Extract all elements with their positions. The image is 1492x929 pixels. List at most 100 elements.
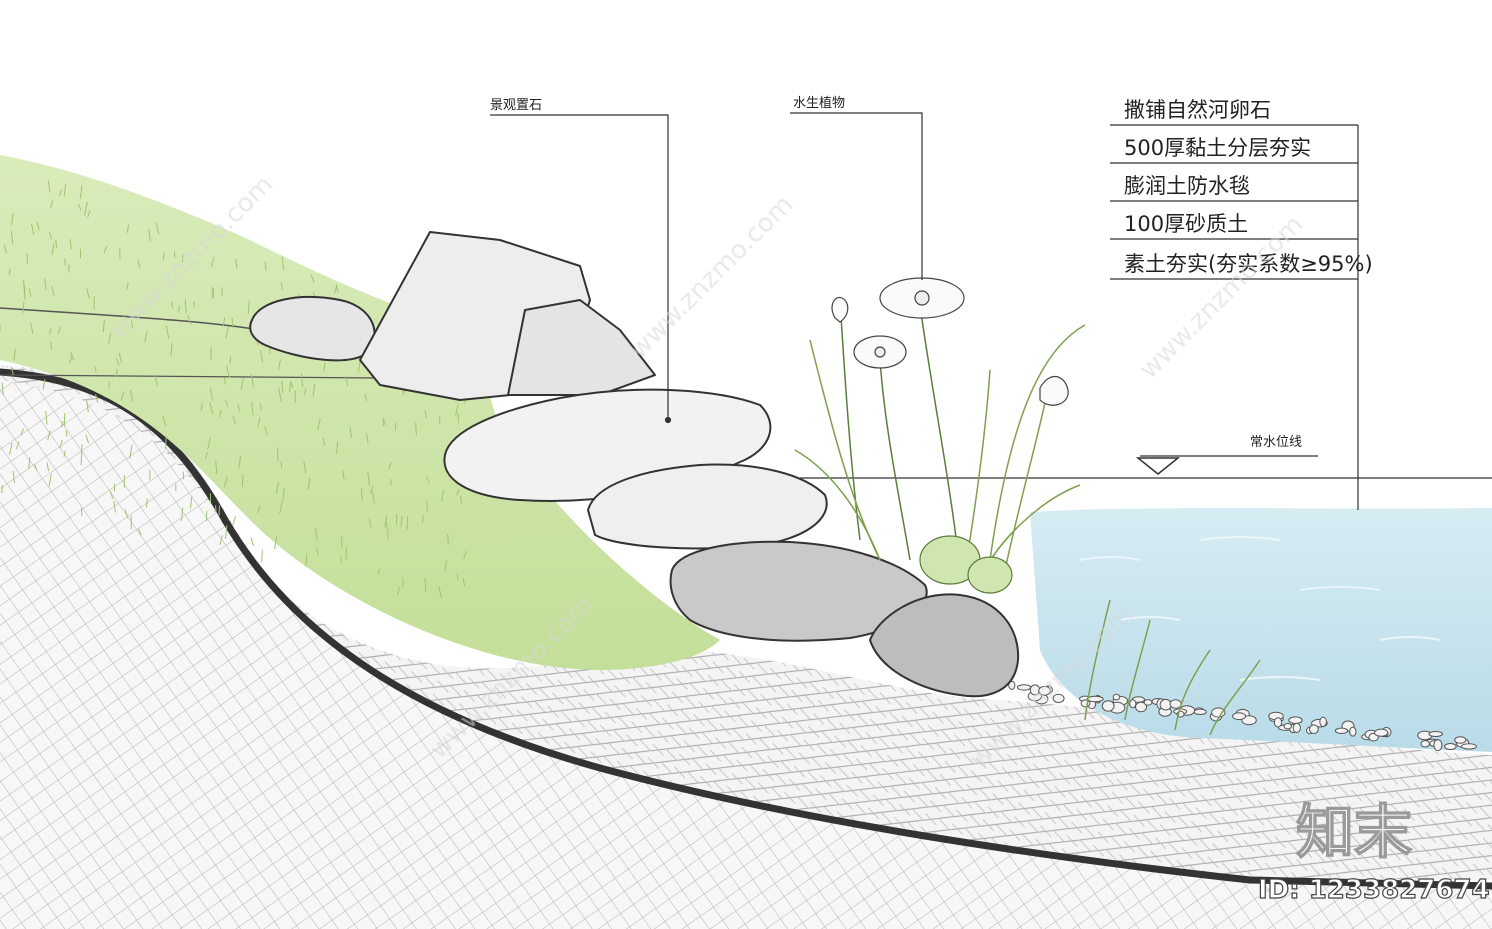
grass-blade <box>340 536 343 548</box>
grass-blade <box>124 509 129 519</box>
grass-blade <box>42 378 46 390</box>
grass-blade <box>13 348 16 361</box>
grass-blade <box>55 239 57 248</box>
grass-blade <box>36 221 40 231</box>
grass-blade <box>148 228 151 242</box>
grass-blade <box>424 577 427 592</box>
grass-blade <box>238 455 242 469</box>
grass-blade <box>115 358 120 366</box>
pebble <box>1319 716 1327 727</box>
grass-blade <box>34 463 38 471</box>
grass-blade <box>218 505 220 516</box>
grass-edge-2 <box>0 374 381 379</box>
grass-blade <box>144 330 148 343</box>
flower-bud <box>831 296 849 323</box>
grass-blade <box>394 422 397 432</box>
grass-blade <box>360 488 363 502</box>
grass-slope <box>0 155 720 670</box>
grass-blade <box>310 274 315 283</box>
grass-blade <box>385 518 388 530</box>
grass-blade <box>250 373 254 388</box>
grass-blade <box>68 354 73 364</box>
grass-blade <box>278 387 282 402</box>
grass-blade <box>462 578 466 587</box>
grass-blade <box>79 184 83 200</box>
grass-blade <box>48 473 52 487</box>
grass-blade <box>178 305 180 313</box>
grass-blade <box>137 528 142 536</box>
grass-blade <box>22 301 25 314</box>
grass-blade <box>426 475 430 484</box>
grass-blade <box>364 394 367 402</box>
label-water-level: 常水位线 <box>1250 435 1302 450</box>
pebble <box>1241 715 1257 726</box>
pebble <box>1086 695 1104 703</box>
grass-blade <box>207 436 211 451</box>
grass-blade <box>30 322 34 334</box>
grass-blade <box>12 470 15 483</box>
subgrade-soil <box>0 365 1492 929</box>
grass-blade <box>225 525 228 539</box>
grass-blade <box>45 411 48 425</box>
grass-blade <box>102 320 105 333</box>
grass-blade <box>210 256 215 268</box>
rock-grey-2 <box>869 593 1020 698</box>
grass-blade <box>187 315 192 326</box>
grass-blade <box>50 200 54 209</box>
grass-blade <box>51 243 55 256</box>
pebble <box>1433 739 1443 752</box>
grass-blade <box>368 518 372 528</box>
pebble <box>1420 740 1430 748</box>
clay-soil-layer <box>0 367 1492 880</box>
grass-blade <box>397 587 400 596</box>
grass-blade <box>382 417 386 426</box>
grass-blade <box>184 299 187 313</box>
grass-blade <box>224 377 226 385</box>
grass-blade <box>222 317 226 326</box>
grass-blade <box>59 189 62 196</box>
flower-bud-2 <box>1039 376 1069 406</box>
grass-blade <box>155 222 160 235</box>
grass-blade <box>44 278 47 290</box>
grass-blade <box>219 535 223 546</box>
grass-blade <box>317 418 321 431</box>
grass-blade <box>126 282 129 290</box>
grass-blade <box>333 286 338 294</box>
grass-blade <box>215 460 218 474</box>
grass-blade <box>336 441 339 454</box>
grass-blade <box>314 527 318 541</box>
watermark-text-2: www.znzmo.com <box>624 190 799 365</box>
grass-blade <box>205 452 208 460</box>
grass-blade <box>421 515 424 524</box>
grass-blade <box>63 450 66 457</box>
layer-label-4: 100厚砂质土 <box>1124 212 1248 236</box>
pebble <box>1101 700 1115 712</box>
grass-blade <box>280 282 284 290</box>
grass-blade <box>335 283 339 293</box>
grass-blade <box>277 359 281 371</box>
grass-blade <box>209 387 214 401</box>
grass-blade <box>189 496 193 509</box>
pebble <box>1193 708 1207 716</box>
pebble <box>1309 724 1319 735</box>
pebble <box>1454 736 1467 744</box>
flowers <box>831 277 1069 406</box>
pebble <box>1334 727 1349 734</box>
grass-blade <box>86 400 89 413</box>
pebble <box>1283 723 1292 730</box>
watermark-brand: 知末 <box>1296 798 1412 866</box>
grass-blade <box>281 380 284 394</box>
pebble <box>1444 743 1457 750</box>
grass-blade <box>130 320 133 329</box>
waterproof-liner <box>0 368 1492 890</box>
pebble <box>1349 726 1357 737</box>
grass-blade <box>235 258 238 269</box>
pebble <box>1292 722 1301 734</box>
grass-blade <box>46 462 50 472</box>
grass-blade <box>312 384 316 397</box>
grass-blade <box>226 365 230 378</box>
grass-blade <box>447 534 449 545</box>
pebble <box>1169 699 1182 709</box>
grass-blade <box>154 374 158 386</box>
grass-blade <box>20 428 25 436</box>
